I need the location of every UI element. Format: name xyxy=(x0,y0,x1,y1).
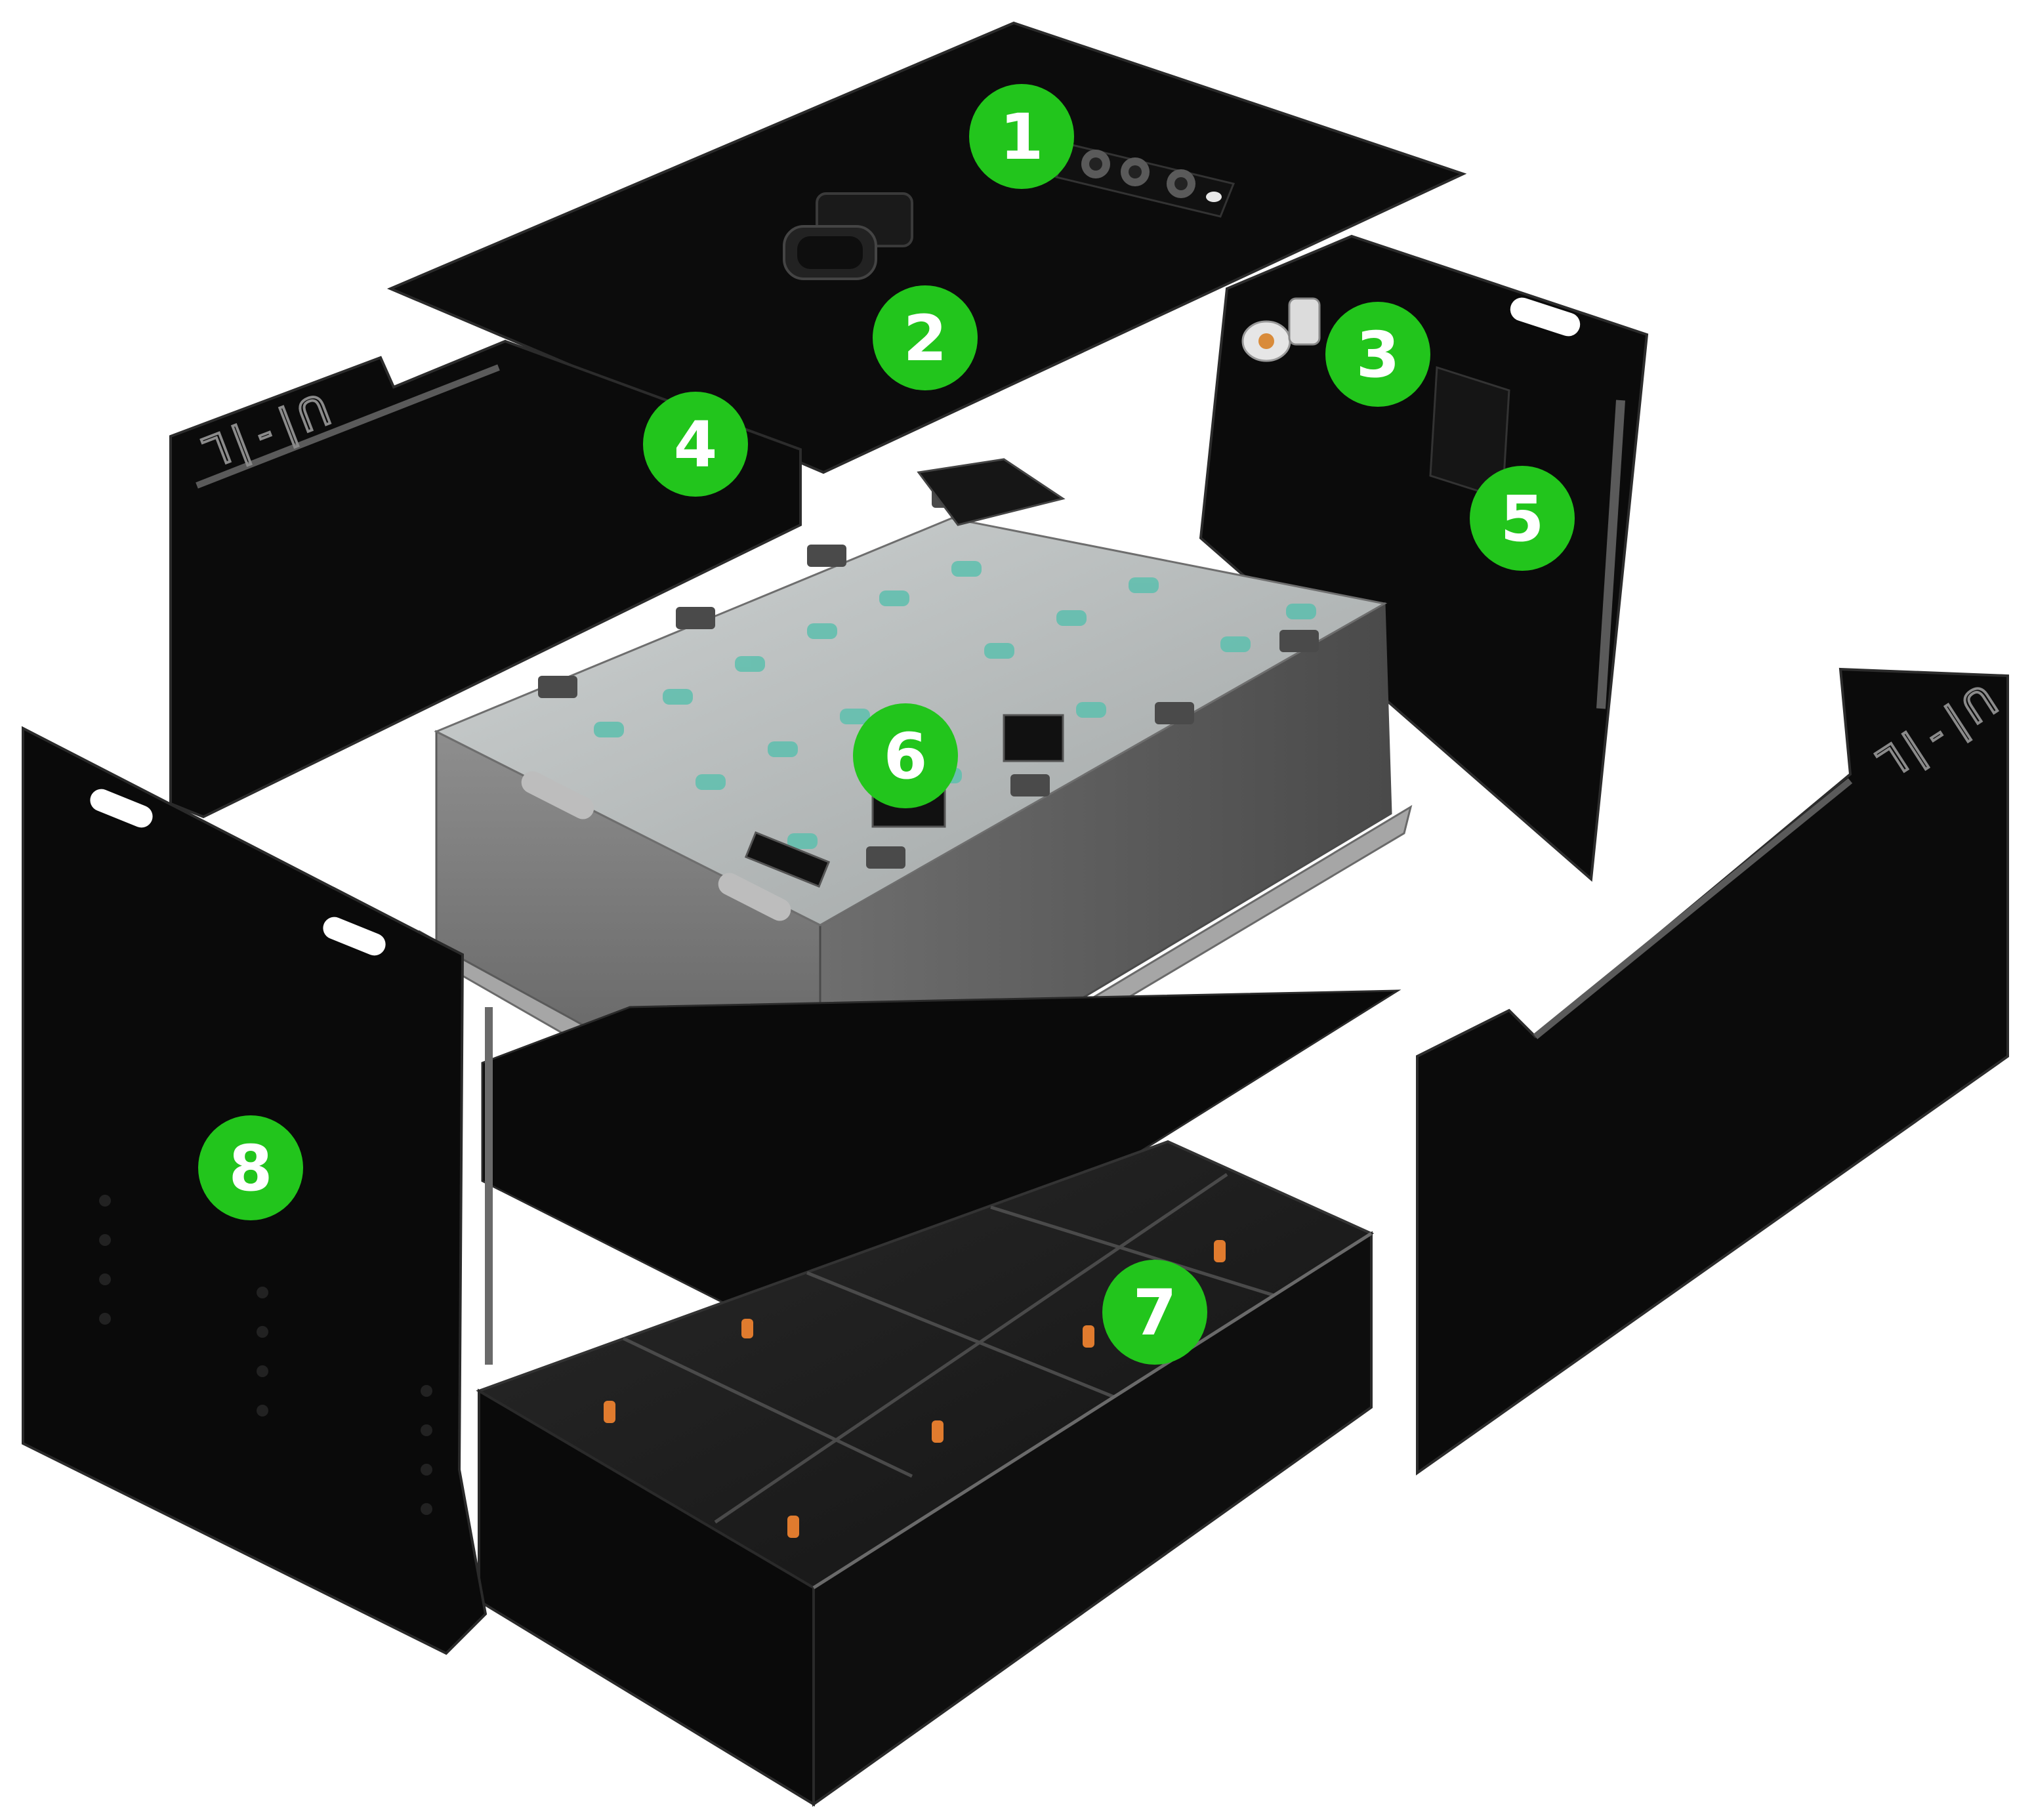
callout-2: 2 xyxy=(873,285,978,390)
callout-8: 8 xyxy=(198,1115,303,1220)
callout-4: 4 xyxy=(643,392,748,497)
callout-5-label: 5 xyxy=(1501,482,1545,556)
top-connector-ports xyxy=(1054,143,1235,218)
cell-pads xyxy=(594,561,1316,849)
terminal-studs xyxy=(604,1240,1226,1538)
terminal-stud xyxy=(1241,297,1321,362)
callout-6-label: 6 xyxy=(884,720,928,793)
callout-5: 5 xyxy=(1470,466,1575,571)
callout-badges: 1 2 3 4 5 6 7 8 xyxy=(198,84,1575,1365)
callout-1-label: 1 xyxy=(1000,100,1044,174)
callout-3-label: 3 xyxy=(1356,318,1400,392)
main-connector-plug xyxy=(783,192,913,280)
callout-1: 1 xyxy=(969,84,1074,189)
callout-6: 6 xyxy=(853,703,958,808)
callout-7-label: 7 xyxy=(1133,1276,1177,1350)
base-tray xyxy=(476,1140,1375,1807)
callout-7: 7 xyxy=(1102,1260,1207,1365)
callout-8-label: 8 xyxy=(229,1132,273,1205)
top-lid-panel xyxy=(386,21,1467,474)
callout-2-label: 2 xyxy=(903,302,947,375)
right-front-side-panel: ᒣ|-|ᑎ xyxy=(1416,667,2009,1476)
callout-3: 3 xyxy=(1325,302,1430,407)
right-rear-side-panel xyxy=(1199,234,1649,882)
callout-4-label: 4 xyxy=(674,408,718,482)
